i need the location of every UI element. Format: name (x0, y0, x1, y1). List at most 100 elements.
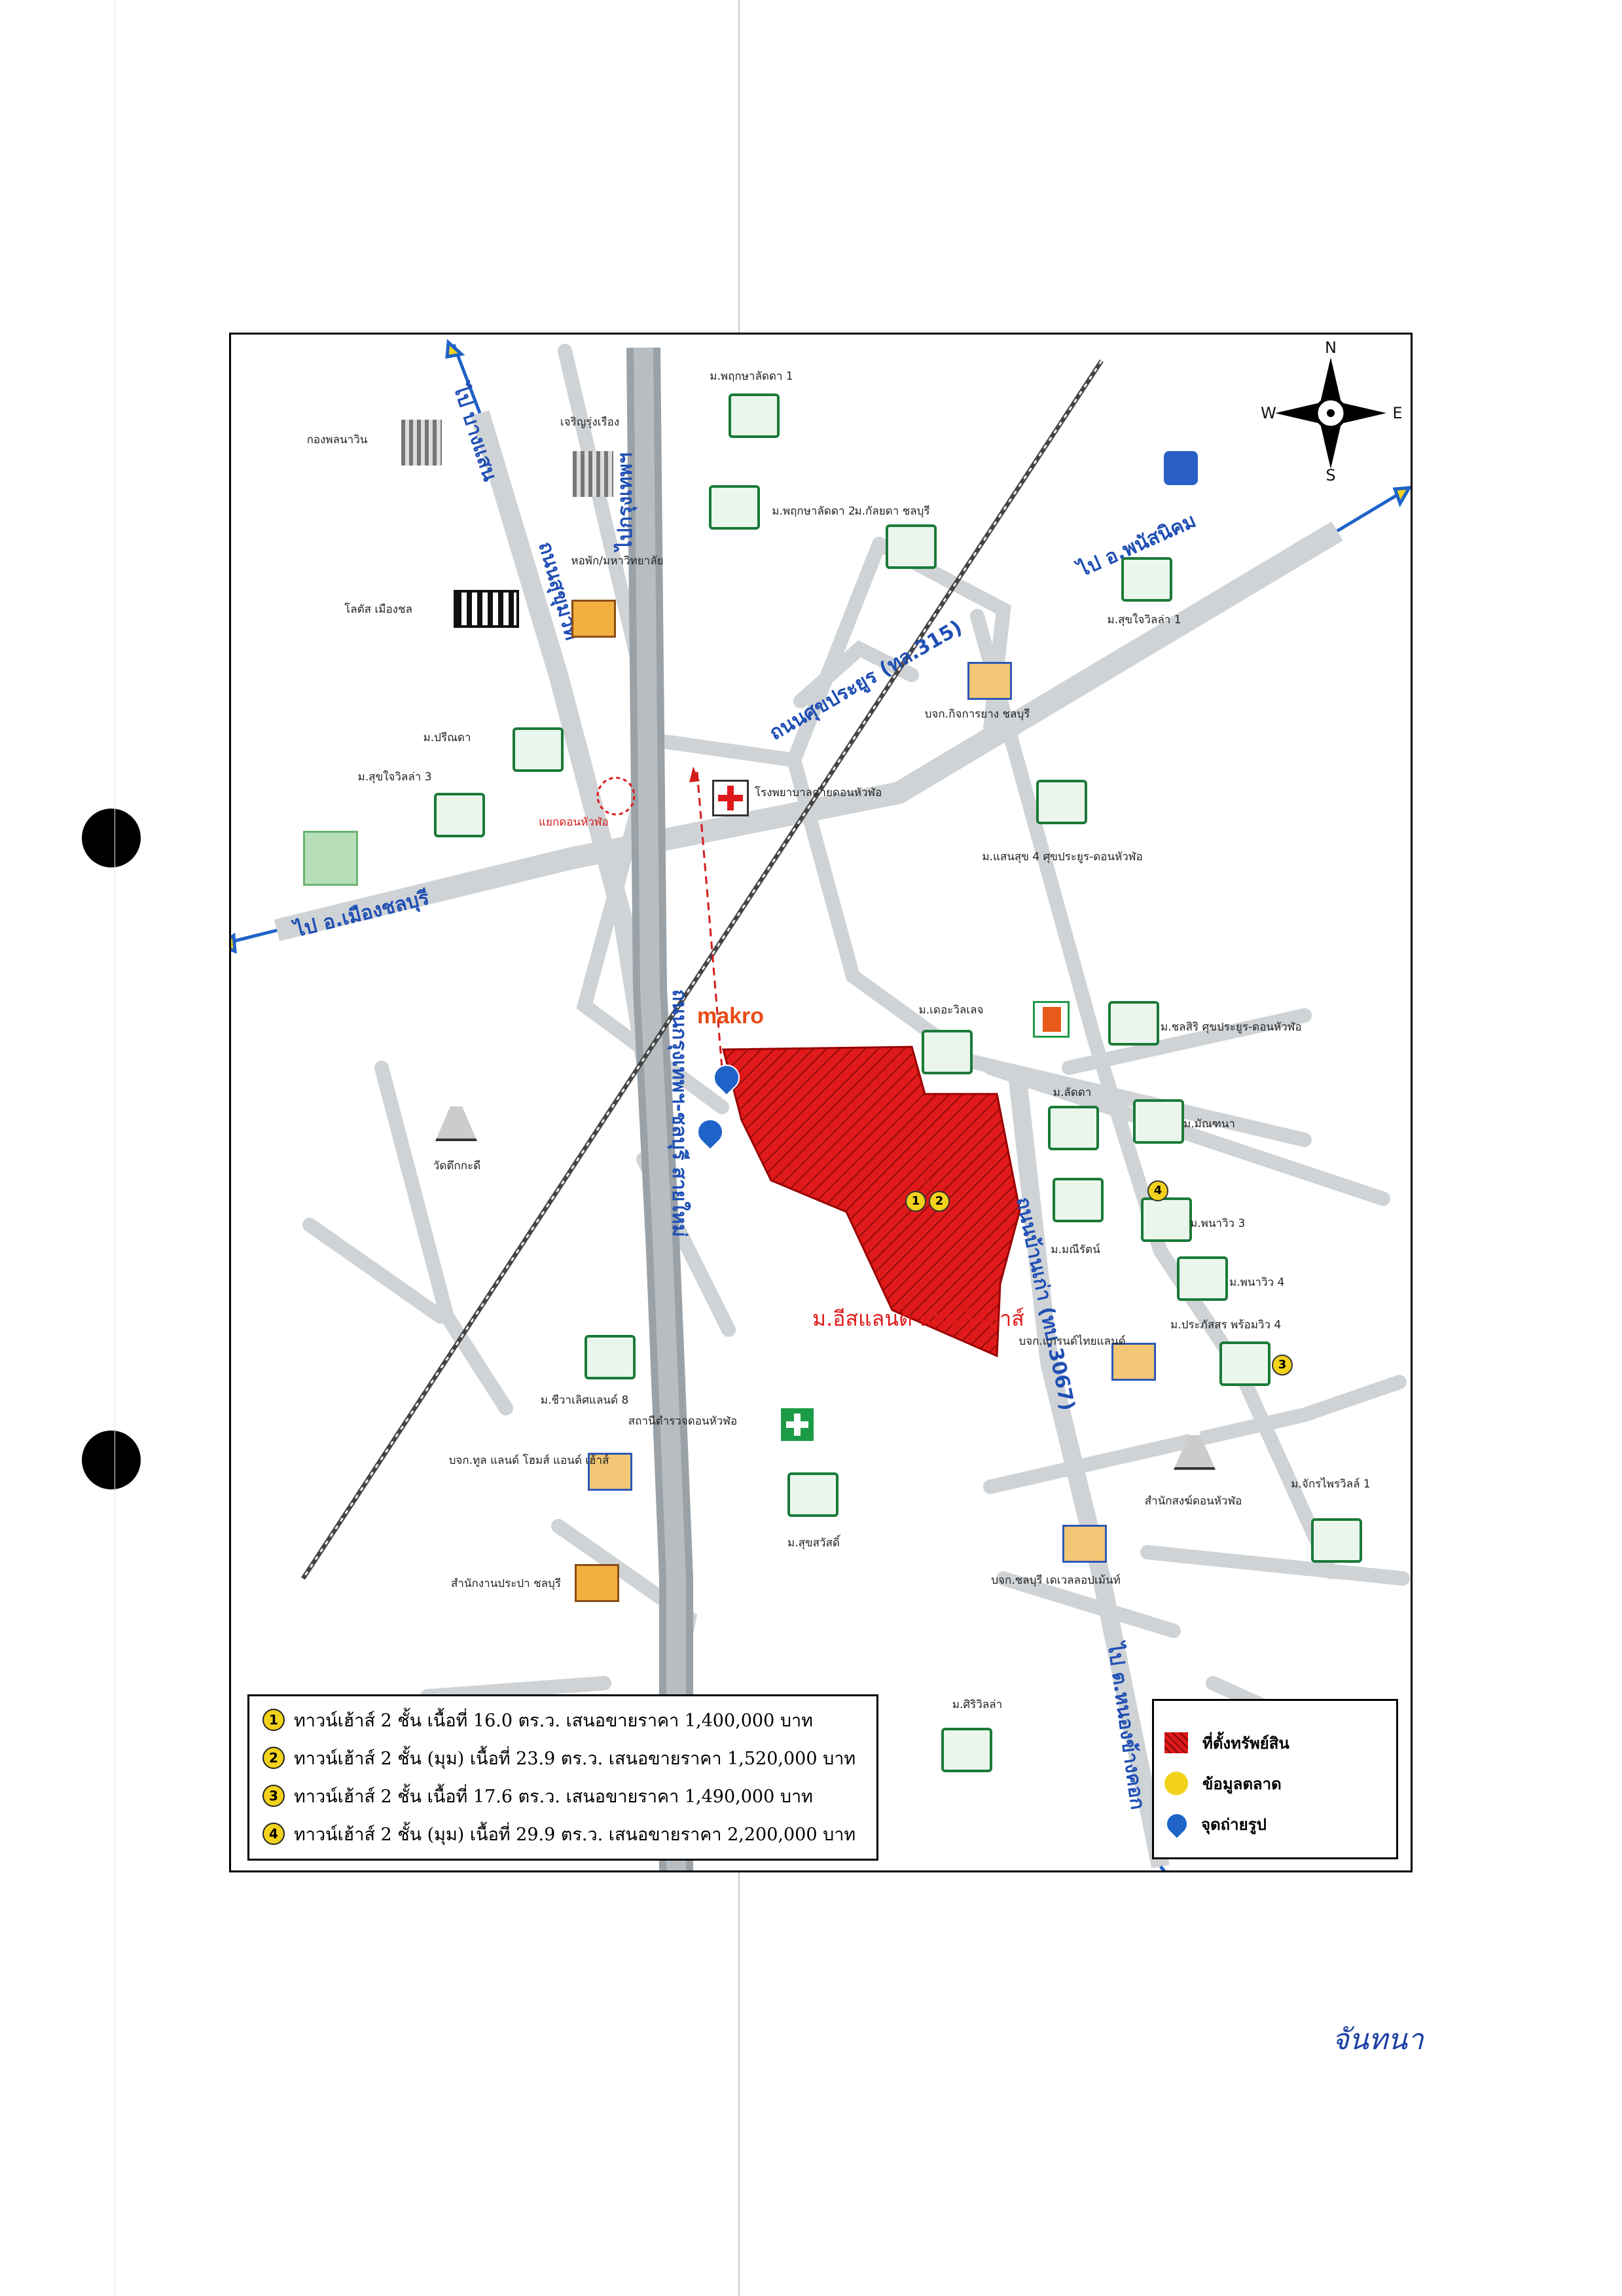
listing-number: 4 (262, 1823, 285, 1845)
key-market-label: ข้อมูลตลาด (1202, 1774, 1282, 1793)
house-icon (787, 1472, 838, 1517)
place-label: ม.ชีวาเลิศแลนด์ 8 (540, 1394, 629, 1407)
signature: จันทนา (1332, 2023, 1424, 2056)
estate-name-label: ม.อีสแลนด์ แอนด์ เฮาส์ (812, 1306, 1024, 1331)
property-parcel (722, 1046, 1021, 1358)
house-icon (1177, 1256, 1228, 1301)
place-label: วัดตึกกะดี (433, 1159, 481, 1173)
seven-eleven-icon (1033, 1001, 1070, 1038)
listing-row-3: 3 ทาวน์เฮ้าส์ 2 ชั้น เนื้อที่ 17.6 ตร.ว.… (262, 1780, 813, 1812)
building-icon (401, 420, 442, 465)
house-icon (434, 793, 485, 837)
place-label: ม.เดอะวิลเลจ (918, 1004, 984, 1017)
market-dot-icon (1164, 1772, 1188, 1795)
health-center-icon (781, 1408, 814, 1441)
house-icon (1036, 780, 1087, 824)
market-marker-2: 2 (929, 1191, 950, 1212)
key-market: ข้อมูลตลาด (1164, 1769, 1282, 1798)
place-label: บจก.แกรนด์ไทยแลนด์ (1018, 1335, 1126, 1348)
label-to-mueang-chonburi: ไป อ.เมืองชลบุรี (290, 886, 431, 943)
house-icon (1219, 1341, 1271, 1386)
compass-east: E (1392, 404, 1403, 422)
place-label: โรงพยาบาลค่ายดอนหัวฬ่อ (755, 786, 882, 799)
place-label: โลตัส เมืองชล (344, 603, 412, 616)
place-label: สำนักสงฆ์ดอนหัวฬ่อ (1144, 1495, 1242, 1508)
binder-hole-top (82, 809, 141, 867)
house-icon (922, 1030, 973, 1074)
compass-rose (1275, 357, 1386, 469)
house-icon (941, 1728, 992, 1772)
place-label: ม.สุขสวัสดิ์ (787, 1537, 840, 1550)
factory-icon (575, 1564, 619, 1602)
road-3067 (1007, 1066, 1170, 1868)
pttep-logo-icon (303, 831, 358, 886)
place-label: บจก.กิจการยาง ชลบุรี (924, 708, 1030, 721)
listing-text: ทาวน์เฮ้าส์ 2 ชั้น เนื้อที่ 17.6 ตร.ว. เ… (294, 1786, 813, 1807)
house-icon (1133, 1099, 1184, 1144)
hospital-icon (712, 780, 749, 816)
map-canvas: ไปกรุงเทพฯ ไป อ.พนัสนิคม ไป อ.เมืองชลบุร… (231, 338, 1411, 1870)
listing-number: 3 (262, 1785, 285, 1807)
place-label: ม.ศิริวิลล่า (952, 1698, 1003, 1711)
house-icon (1053, 1178, 1104, 1222)
place-label: สำนักงานประปา ชลบุรี (451, 1577, 561, 1590)
factory-icon (967, 662, 1012, 700)
place-label: หอพัก/มหาวิทยาลัย (571, 555, 664, 568)
building-icon (573, 451, 613, 497)
place-label: ม.ลัดดา (1053, 1086, 1092, 1099)
photo-drop-icon (1162, 1810, 1191, 1838)
listing-number: 2 (262, 1747, 285, 1769)
house-icon (513, 727, 564, 772)
house-icon (886, 524, 937, 569)
house-icon (1141, 1197, 1192, 1242)
compass-west: W (1261, 404, 1276, 422)
house-icon (1108, 1001, 1159, 1046)
label-to-bangkok: ไปกรุงเทพฯ (613, 452, 638, 553)
place-label: ม.มณีรัตน์ (1051, 1243, 1100, 1256)
compass-south: S (1325, 466, 1336, 484)
compass-north: N (1325, 338, 1337, 357)
place-label: เจริญรุ่งเรือง (560, 416, 620, 429)
sukprayoon-road (274, 521, 1343, 941)
place-label: บจก.ชลบุรี เดเวลลอปเม้นท์ (991, 1574, 1121, 1587)
listing-text: ทาวน์เฮ้าส์ 2 ชั้น เนื้อที่ 16.0 ตร.ว. เ… (294, 1710, 813, 1731)
house-icon (729, 393, 780, 438)
map-key-legend: ที่ตั้งทรัพย์สิน ข้อมูลตลาด จุดถ่ายรูป (1152, 1699, 1398, 1859)
factory-icon (1111, 1343, 1156, 1381)
house-icon (709, 485, 760, 530)
distance-label: 700 ม. (921, 1143, 937, 1186)
house-icon (1048, 1106, 1099, 1150)
listing-text: ทาวน์เฮ้าส์ 2 ชั้น (มุม) เนื้อที่ 29.9 ต… (294, 1824, 856, 1845)
market-marker-1: 1 (905, 1191, 926, 1212)
factory-icon (588, 1453, 632, 1491)
listing-text: ทาวน์เฮ้าส์ 2 ชั้น (มุม) เนื้อที่ 23.9 ต… (294, 1748, 856, 1769)
makro-logo: makro (697, 1004, 765, 1029)
place-label: ม.สุขใจวิลล่า 3 (357, 771, 432, 784)
key-photo-label: จุดถ่ายรูป (1201, 1815, 1267, 1834)
listing-row-4: 4 ทาวน์เฮ้าส์ 2 ชั้น (มุม) เนื้อที่ 29.9… (262, 1818, 856, 1850)
intersection-marker (596, 776, 636, 816)
road-direction-arrows (231, 338, 1411, 1870)
house-icon (1121, 557, 1172, 602)
place-label: ม.พฤกษาลัดดา 1 (710, 370, 793, 383)
place-label: ม.มัณฑนา (1183, 1118, 1235, 1131)
label-to-nong-ri: ไป ต.หนองข้างคอก (1103, 1639, 1150, 1811)
label-intersection: แยกดอนหัวฬ่อ (539, 816, 609, 829)
key-photo: จุดถ่ายรูป (1162, 1810, 1267, 1838)
listing-row-1: 1 ทาวน์เฮ้าส์ 2 ชั้น เนื้อที่ 16.0 ตร.ว.… (262, 1704, 813, 1736)
place-label: ม.ชลสิริ ศุขประยูร-ดอนหัวฬ่อ (1161, 1021, 1302, 1034)
key-property-label: ที่ตั้งทรัพย์สิน (1202, 1734, 1289, 1753)
key-property: ที่ตั้งทรัพย์สิน (1164, 1728, 1289, 1757)
distance-line (696, 771, 723, 1068)
binder-hole-bottom (82, 1430, 141, 1489)
place-label: ม.พนาวิว 3 (1190, 1217, 1246, 1230)
location-map: ไปกรุงเทพฯ ไป อ.พนัสนิคม ไป อ.เมืองชลบุร… (229, 333, 1413, 1872)
place-label: ม.จักรไพรวิลล์ 1 (1291, 1478, 1371, 1491)
listing-row-2: 2 ทาวน์เฮ้าส์ 2 ชั้น (มุม) เนื้อที่ 23.9… (262, 1742, 856, 1774)
place-label: ม.พฤกษาลัดดา 2 (772, 505, 856, 518)
place-label: ม.ปรีณดา (423, 731, 471, 744)
property-swatch-icon (1164, 1732, 1188, 1753)
label-bangkok-chonburi-road: ถนนกรุงเทพฯ-ชลบุรี สายใหม่ (667, 989, 691, 1237)
place-label: กองพลนาวิน (306, 433, 368, 446)
market-data-legend: 1 ทาวน์เฮ้าส์ 2 ชั้น เนื้อที่ 16.0 ตร.ว.… (247, 1694, 878, 1861)
